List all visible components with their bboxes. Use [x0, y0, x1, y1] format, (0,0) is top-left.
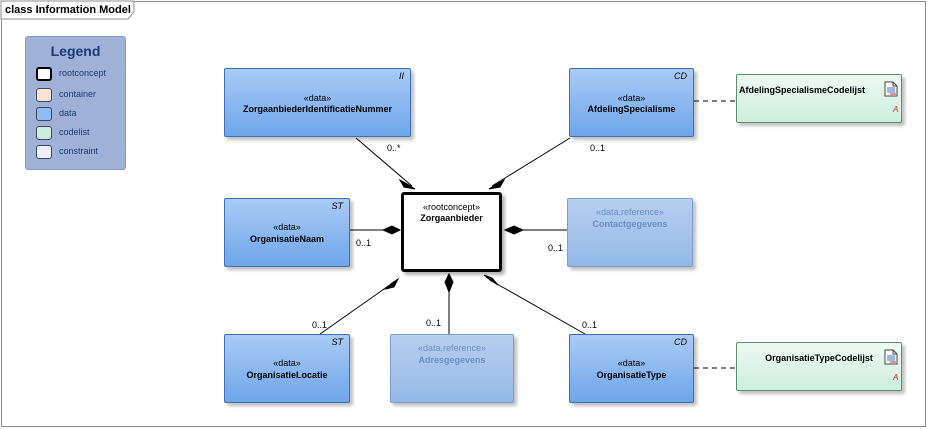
legend-swatch-constraint: [36, 145, 52, 159]
assoc-identificatie: [355, 137, 413, 187]
class-zorgaanbieder-root[interactable]: «rootconcept» Zorgaanbieder: [401, 192, 502, 272]
class-name: Adresgegevens: [418, 355, 486, 365]
class-contactgegevens[interactable]: «data,reference» Contactgegevens: [567, 198, 693, 267]
class-name: OrganisatieLocatie: [246, 370, 328, 380]
multiplicity-adres: 0..1: [426, 318, 442, 328]
multiplicity-contact: 0..1: [548, 243, 564, 253]
legend-label: rootconcept: [59, 68, 107, 78]
composition-diamond-identificatie: [398, 178, 416, 190]
legend-label: container: [59, 89, 97, 99]
composition-diamond-type: [483, 274, 499, 286]
composition-diamond-locatie: [384, 277, 400, 290]
abstract-mark: A: [893, 373, 899, 382]
frame-tab-shape: [0, 0, 135, 20]
abstract-mark: A: [893, 105, 899, 114]
datatype-tag: CD: [674, 337, 687, 347]
legend-swatch-codelist: [36, 126, 52, 140]
datatype-tag: ST: [331, 337, 343, 347]
document-icon: [884, 81, 898, 97]
datatype-tag: CD: [674, 71, 687, 81]
class-stereotype: «data»: [303, 93, 332, 103]
class-stereotype: «data,reference»: [595, 207, 665, 217]
legend-title: Legend: [50, 43, 101, 59]
multiplicity-type: 0..1: [582, 320, 598, 330]
codelist-name: OrganisatieTypeCodelijst: [765, 353, 873, 363]
legend-swatch-container: [36, 88, 52, 102]
class-stereotype: «data»: [617, 358, 646, 368]
class-name: Zorgaanbieder: [420, 213, 483, 223]
codelist-afdeling-specialisme[interactable]: AfdelingSpecialismeCodelijst A: [736, 74, 902, 123]
assoc-type: [489, 279, 586, 335]
composition-diamond-afdeling: [488, 178, 506, 190]
class-name: AfdelingSpecialisme: [587, 104, 676, 114]
composition-diamond-naam: [381, 225, 402, 235]
legend-label: data: [59, 108, 77, 118]
multiplicity-locatie: 0..1: [312, 320, 328, 330]
class-zorgaanbieder-identificatienummer[interactable]: II «data» ZorgaanbiederIdentificatieNumm…: [224, 68, 411, 137]
datatype-tag: ST: [331, 201, 343, 211]
class-stereotype: «data»: [617, 93, 646, 103]
assoc-locatie: [319, 281, 395, 335]
class-name: OrganisatieNaam: [249, 234, 325, 244]
legend-swatch-data: [36, 107, 52, 121]
multiplicity-identificatie: 0..*: [387, 143, 401, 153]
class-organisatie-type[interactable]: CD «data» OrganisatieType: [569, 334, 694, 403]
multiplicity-naam: 0..1: [356, 238, 372, 248]
legend-label: codelist: [59, 127, 90, 137]
composition-diamond-contact: [503, 225, 525, 235]
assoc-afdeling: [491, 137, 571, 187]
legend: Legend rootconcept container data codeli…: [25, 36, 126, 170]
class-adresgegevens[interactable]: «data,reference» Adresgegevens: [390, 334, 514, 403]
class-name: OrganisatieType: [596, 370, 667, 380]
class-organisatie-naam[interactable]: ST «data» OrganisatieNaam: [224, 198, 350, 267]
legend-swatch-rootconcept: [36, 67, 52, 81]
class-name: Contactgegevens: [592, 219, 668, 229]
class-stereotype: «rootconcept»: [422, 202, 481, 212]
document-icon: [884, 349, 898, 365]
legend-label: constraint: [59, 146, 99, 156]
codelist-organisatie-type[interactable]: OrganisatieTypeCodelijst A: [736, 342, 902, 391]
class-name: ZorgaanbiederIdentificatieNummer: [242, 104, 393, 114]
composition-diamond-adres: [444, 272, 454, 294]
multiplicity-afdeling: 0..1: [590, 143, 606, 153]
codelist-name: AfdelingSpecialismeCodelijst: [739, 85, 866, 95]
class-stereotype: «data»: [273, 358, 301, 368]
class-organisatie-locatie[interactable]: ST «data» OrganisatieLocatie: [224, 334, 350, 403]
class-stereotype: «data»: [273, 222, 301, 232]
class-stereotype: «data,reference»: [417, 343, 487, 353]
datatype-tag: II: [398, 71, 404, 81]
class-afdeling-specialisme[interactable]: CD «data» AfdelingSpecialisme: [569, 68, 694, 137]
frame-title: class Information Model: [5, 4, 131, 16]
